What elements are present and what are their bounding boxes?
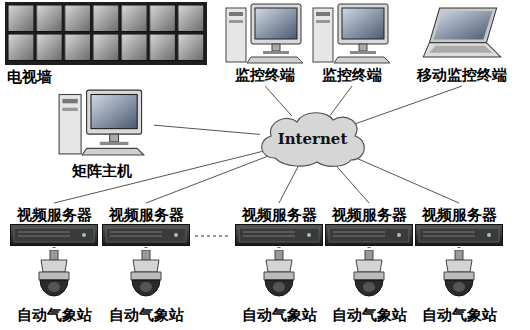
video-server: 视频服务器 — [413, 203, 505, 247]
device-label: 监控终端 — [322, 66, 382, 84]
network-link — [459, 247, 460, 248]
device-label: 视频服务器 — [332, 206, 407, 224]
device-label: 视频服务器 — [242, 206, 317, 224]
network-link — [265, 86, 292, 116]
network-link — [355, 86, 462, 124]
network-link — [54, 247, 55, 248]
network-link — [154, 125, 260, 134]
device-label: 自动气象站 — [242, 306, 317, 324]
device-label: 自动气象站 — [17, 306, 92, 324]
device-label: 视频服务器 — [109, 206, 184, 224]
device-label: 视频服务器 — [17, 206, 92, 224]
device-label: 电视墙 — [7, 68, 52, 86]
weather-station: 自动气象站 — [323, 248, 415, 326]
network-link — [369, 247, 370, 248]
weather-station: 自动气象站 — [413, 248, 505, 326]
video-server: 视频服务器 — [8, 203, 100, 247]
weather-station: 自动气象站 — [8, 248, 100, 326]
device-label: 移动监控终端 — [417, 66, 507, 84]
monitor-terminal: 监控终端 — [308, 2, 396, 86]
cloud-label: Internet — [278, 130, 348, 148]
device-label: 矩阵主机 — [72, 162, 132, 180]
video-server: 视频服务器 — [323, 203, 415, 247]
internet-cloud: Internet — [255, 108, 370, 170]
network-link — [279, 247, 280, 248]
network-link — [330, 86, 352, 115]
video-server: 视频服务器 — [100, 203, 192, 247]
device-label: 自动气象站 — [332, 306, 407, 324]
weather-station: 自动气象站 — [233, 248, 325, 326]
mobile-terminal: 移动监控终端 — [398, 2, 526, 86]
tv-wall: 电视墙 — [5, 2, 207, 88]
monitor-terminal: 监控终端 — [222, 2, 308, 86]
device-label: 视频服务器 — [422, 206, 497, 224]
network-link — [333, 162, 369, 203]
network-link — [352, 156, 459, 203]
device-label: 自动气象站 — [422, 306, 497, 324]
video-server: 视频服务器 — [233, 203, 325, 247]
device-label: 自动气象站 — [109, 306, 184, 324]
network-link — [279, 163, 300, 203]
device-label: 监控终端 — [235, 66, 295, 84]
network-link — [146, 155, 271, 203]
network-link — [54, 151, 265, 203]
weather-station: 自动气象站 — [100, 248, 192, 326]
network-link — [146, 247, 147, 248]
matrix-host: 矩阵主机 — [50, 84, 154, 182]
